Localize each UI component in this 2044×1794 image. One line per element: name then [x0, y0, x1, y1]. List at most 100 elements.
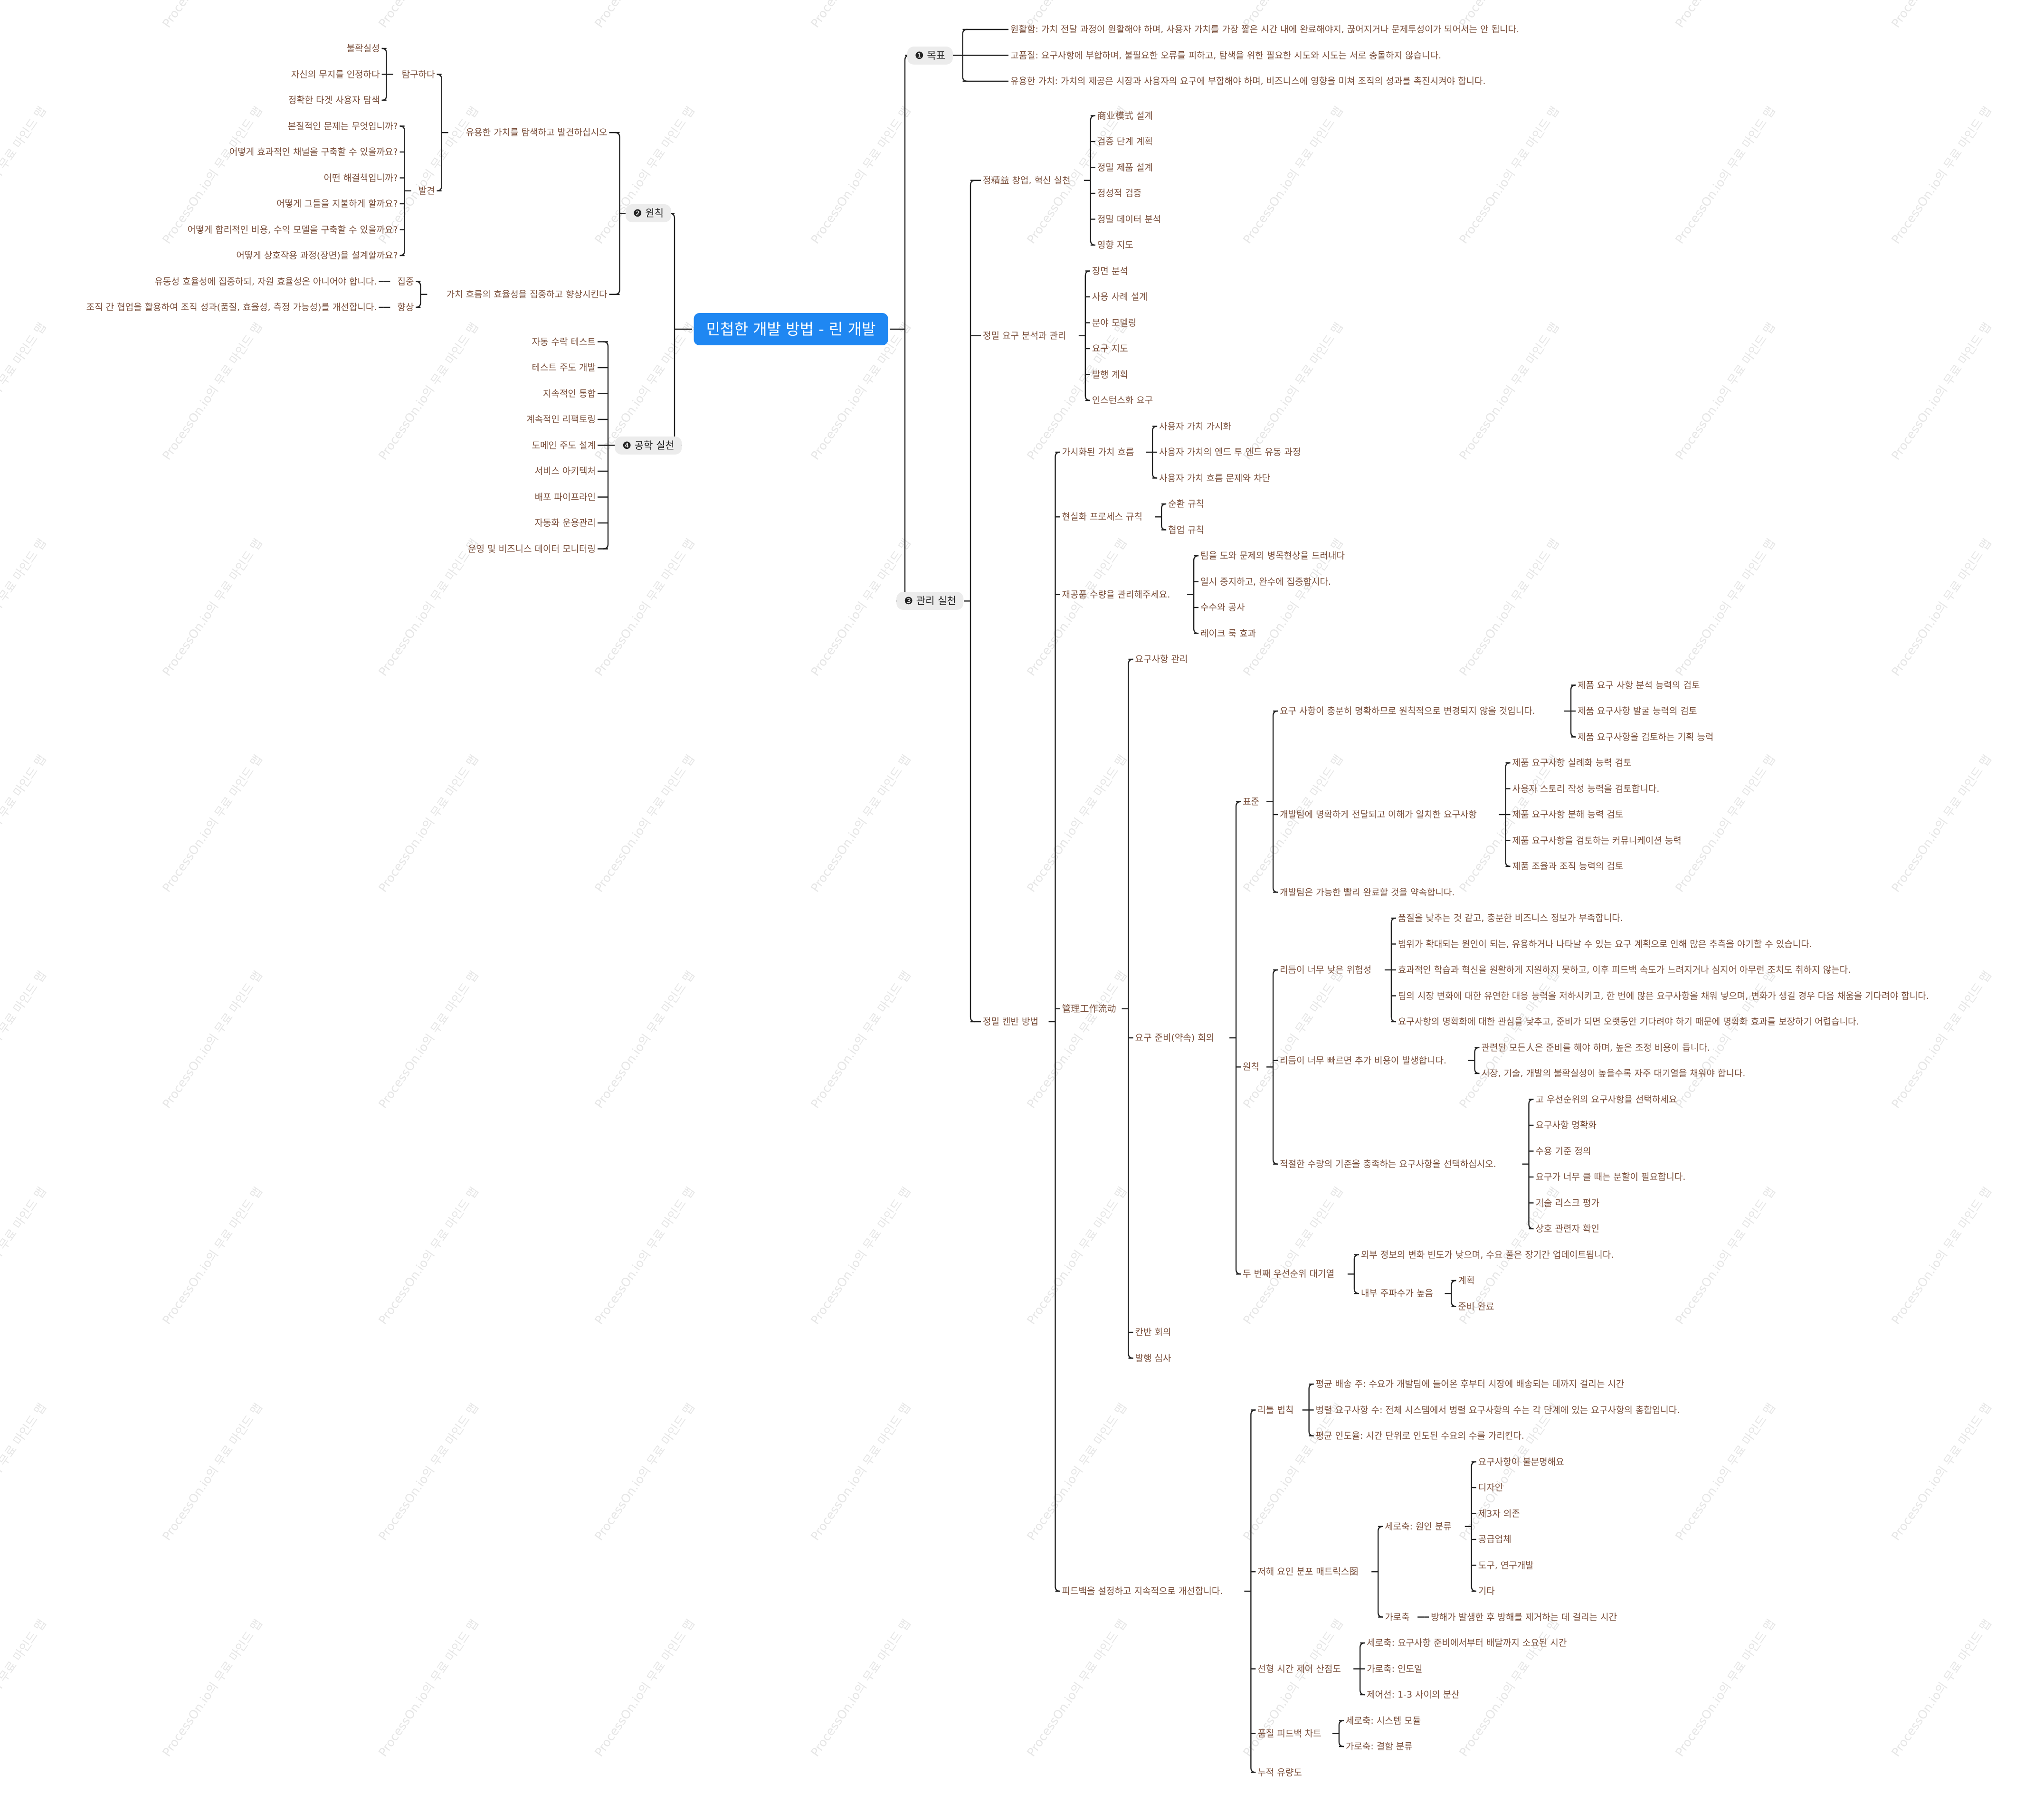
topic-node[interactable]: 리듬이 너무 낮은 위험성 — [1280, 965, 1372, 975]
topic-node[interactable]: 품질을 낮추는 것 같고, 충분한 비즈니스 정보가 부족합니다. — [1398, 913, 1623, 923]
topic-node[interactable]: 피드백을 설정하고 지속적으로 개선합니다. — [1062, 1586, 1223, 1596]
branch-topic[interactable]: ❸ 관리 실천 — [896, 592, 964, 610]
topic-node[interactable]: 레이크 룩 효과 — [1200, 628, 1256, 639]
topic-node[interactable]: 시장, 기술, 개발의 불확실성이 높을수록 자주 대기열을 채워야 합니다. — [1481, 1068, 1746, 1079]
topic-node[interactable]: 요구사항 관리 — [1135, 654, 1188, 664]
topic-node[interactable]: 수수와 공사 — [1200, 602, 1245, 613]
branch-topic[interactable]: ❹ 공학 실천 — [615, 436, 682, 455]
topic-node[interactable]: 리틀 법칙 — [1257, 1405, 1294, 1415]
topic-node[interactable]: 수용 기준 정의 — [1535, 1146, 1591, 1157]
topic-node[interactable]: 원칙 — [1243, 1062, 1260, 1073]
topic-node[interactable]: 가치 흐름의 효율성을 집중하고 향상시킨다 — [446, 289, 608, 300]
topic-node[interactable]: 현실화 프로세스 규칙 — [1062, 512, 1142, 522]
topic-node[interactable]: 어떤 해결책입니까? — [323, 172, 398, 183]
topic-node[interactable]: 관련된 모든人은 준비를 해야 하며, 높은 조정 비용이 듭니다. — [1481, 1042, 1710, 1053]
topic-node[interactable]: 요구 준비(약속) 회의 — [1135, 1033, 1215, 1044]
root-topic[interactable]: 민첩한 개발 방법 - 린 개발 — [694, 313, 888, 345]
topic-node[interactable]: 정밀 제품 설계 — [1097, 162, 1153, 173]
topic-node[interactable]: 리듬이 너무 빠르면 추가 비용이 발생합니다. — [1280, 1055, 1447, 1066]
topic-node[interactable]: 도구, 연구개발 — [1478, 1560, 1534, 1571]
topic-node[interactable]: 세로축: 시스템 모듈 — [1345, 1715, 1421, 1726]
topic-node[interactable]: 재공품 수량을 관리해주세요. — [1062, 589, 1170, 600]
topic-node[interactable]: 유동성 효율성에 집중하되, 자원 효율성은 아니어야 합니다. — [154, 276, 377, 287]
topic-node[interactable]: 제품 요구 사항 분석 능력의 검토 — [1578, 680, 1700, 691]
topic-node[interactable]: 어떻게 효과적인 채널을 구축할 수 있을까요? — [229, 147, 398, 157]
topic-node[interactable]: 요구사항 명확화 — [1535, 1120, 1597, 1130]
topic-node[interactable]: 인스턴스화 요구 — [1092, 395, 1153, 406]
topic-node[interactable]: 탐구하다 — [401, 69, 435, 80]
topic-node[interactable]: 일시 중지하고, 완수에 집중합시다. — [1200, 576, 1331, 587]
topic-node[interactable]: 기타 — [1478, 1586, 1495, 1596]
topic-node[interactable]: 품질 피드백 차트 — [1257, 1728, 1321, 1739]
topic-node[interactable]: 선형 시간 제어 산점도 — [1257, 1663, 1341, 1674]
topic-node[interactable]: 장면 분석 — [1092, 266, 1128, 276]
topic-node[interactable]: 지속적인 통합 — [543, 388, 596, 399]
topic-node[interactable]: 요구 지도 — [1092, 343, 1128, 354]
topic-node[interactable]: 발견 — [418, 185, 435, 196]
topic-node[interactable]: 어떻게 그들을 지불하게 할까요? — [276, 199, 398, 209]
topic-node[interactable]: 도메인 주도 설계 — [532, 440, 596, 451]
topic-node[interactable]: 방해가 발생한 후 방해를 제거하는 데 걸리는 시간 — [1431, 1612, 1617, 1623]
topic-node[interactable]: 사용자 가치의 엔드 투 엔드 유동 과정 — [1159, 447, 1301, 457]
topic-node[interactable]: 분야 모델링 — [1092, 317, 1137, 328]
topic-node[interactable]: 제품 조율과 조직 능력의 검토 — [1512, 861, 1624, 872]
topic-node[interactable]: 발행 심사 — [1135, 1353, 1171, 1364]
topic-node[interactable]: 누적 유량도 — [1257, 1767, 1302, 1778]
topic-node[interactable]: 가시화된 가치 흐름 — [1062, 447, 1134, 457]
topic-node[interactable]: 유용한 가치: 가치의 제공은 시장과 사용자의 요구에 부합해야 하며, 비즈… — [1010, 76, 1486, 86]
topic-node[interactable]: 사용 사례 설계 — [1092, 292, 1148, 302]
topic-node[interactable]: 영향 지도 — [1097, 240, 1133, 250]
topic-node[interactable]: 계획 — [1458, 1275, 1475, 1286]
topic-node[interactable]: 집중 — [397, 276, 414, 287]
topic-node[interactable]: 기술 리스크 평가 — [1535, 1197, 1599, 1208]
topic-node[interactable]: 정확한 타겟 사용자 탐색 — [288, 95, 380, 105]
topic-node[interactable]: 정밀 데이터 분석 — [1097, 214, 1161, 225]
topic-node[interactable]: 외부 정보의 변화 빈도가 낮으며, 수요 풀은 장기간 업데이트됩니다. — [1360, 1249, 1614, 1260]
topic-node[interactable]: 어떻게 합리적인 비용, 수익 모델을 구축할 수 있을까요? — [187, 224, 398, 235]
topic-node[interactable]: 공급업체 — [1478, 1534, 1512, 1545]
topic-node[interactable]: 고품질: 요구사항에 부합하며, 불필요한 오류를 피하고, 탐색을 위한 필요… — [1010, 50, 1442, 61]
topic-node[interactable]: 제어선: 1-3 사이의 분산 — [1367, 1690, 1460, 1700]
topic-node[interactable]: 개발팀에 명확하게 전달되고 이해가 일치한 요구사항 — [1280, 809, 1477, 820]
topic-node[interactable]: 병렬 요구사항 수: 전체 시스템에서 병렬 요구사항의 수는 각 단계에 있는… — [1315, 1405, 1680, 1415]
topic-node[interactable]: 불확실성 — [346, 43, 380, 54]
topic-node[interactable]: 조직 간 협업을 활용하여 조직 성과(품질, 효율성, 측정 가능성)를 개선… — [86, 302, 377, 313]
topic-node[interactable]: 배포 파이프라인 — [534, 492, 596, 503]
topic-node[interactable]: 요구사항의 명확화에 대한 관심을 낮추고, 준비가 되면 오랫동안 기다려야 … — [1398, 1016, 1859, 1027]
topic-node[interactable]: 내부 주파수가 높음 — [1360, 1288, 1433, 1299]
topic-node[interactable]: 자동 수락 테스트 — [532, 336, 596, 347]
topic-node[interactable]: 제품 요구사항 분해 능력 검토 — [1512, 809, 1624, 820]
topic-node[interactable]: 평균 배송 주: 수요가 개발팀에 들어온 후부터 시장에 배송되는 데까지 걸… — [1315, 1379, 1625, 1389]
topic-node[interactable]: 사용자 가치 가시화 — [1159, 421, 1232, 432]
topic-node[interactable]: 고 우선순위의 요구사항을 선택하세요 — [1535, 1094, 1677, 1105]
topic-node[interactable]: 자동화 운용관리 — [534, 518, 596, 528]
topic-node[interactable]: 운영 및 비즈니스 데이터 모니터링 — [468, 543, 596, 554]
topic-node[interactable]: 정精益 창업, 혁신 실천 — [983, 175, 1071, 186]
topic-node[interactable]: 본질적인 문제는 무엇입니까? — [287, 121, 398, 132]
topic-node[interactable]: 계속적인 리팩토링 — [526, 414, 596, 425]
topic-node[interactable]: 정밀 캔반 방법 — [983, 1016, 1038, 1027]
topic-node[interactable]: 협업 규칙 — [1168, 524, 1205, 535]
topic-node[interactable]: 효과적인 학습과 혁신을 원활하게 지원하지 못하고, 이후 피드백 속도가 느… — [1398, 965, 1851, 975]
topic-node[interactable]: 요구 사항이 충분히 명확하므로 원칙적으로 변경되지 않을 것입니다. — [1280, 706, 1535, 716]
topic-node[interactable]: 개발팀은 가능한 빨리 완료할 것을 약속합니다. — [1280, 887, 1455, 898]
topic-node[interactable]: 범위가 확대되는 원인이 되는, 유용하거나 나타날 수 있는 요구 계획으로 … — [1398, 939, 1812, 949]
topic-node[interactable]: 향상 — [397, 302, 414, 313]
topic-node[interactable]: 가로축: 결함 분류 — [1345, 1741, 1413, 1752]
topic-node[interactable]: 원활함: 가치 전달 과정이 원활해야 하며, 사용자 가치를 가장 짧은 시간… — [1010, 24, 1520, 35]
topic-node[interactable]: 요구사항이 불분명해요 — [1478, 1456, 1564, 1467]
topic-node[interactable]: 제품 요구사항 실례화 능력 검토 — [1512, 758, 1632, 768]
topic-node[interactable]: 정밀 요구 분석과 관리 — [983, 330, 1066, 341]
topic-node[interactable]: 칸반 회의 — [1135, 1327, 1171, 1338]
topic-node[interactable]: 서비스 아키텍처 — [534, 466, 596, 476]
branch-topic[interactable]: ❶ 목표 — [907, 46, 953, 65]
topic-node[interactable]: 검증 단계 계획 — [1097, 136, 1153, 147]
topic-node[interactable]: 유용한 가치를 탐색하고 발견하십시오 — [466, 127, 608, 138]
topic-node[interactable]: 평균 인도율: 시간 단위로 인도된 수요의 수를 가리킨다. — [1315, 1431, 1524, 1441]
topic-node[interactable]: 商业模式 설계 — [1097, 110, 1153, 121]
topic-node[interactable]: 팀을 도와 문제의 병목현상을 드러내다 — [1200, 551, 1345, 561]
branch-topic[interactable]: ❷ 원칙 — [625, 204, 672, 223]
topic-node[interactable]: 두 번째 우선순위 대기열 — [1243, 1269, 1335, 1280]
topic-node[interactable]: 저해 요인 분포 매트릭스图 — [1257, 1566, 1359, 1577]
topic-node[interactable]: 제품 요구사항을 검토하는 커뮤니케이션 능력 — [1512, 835, 1682, 846]
